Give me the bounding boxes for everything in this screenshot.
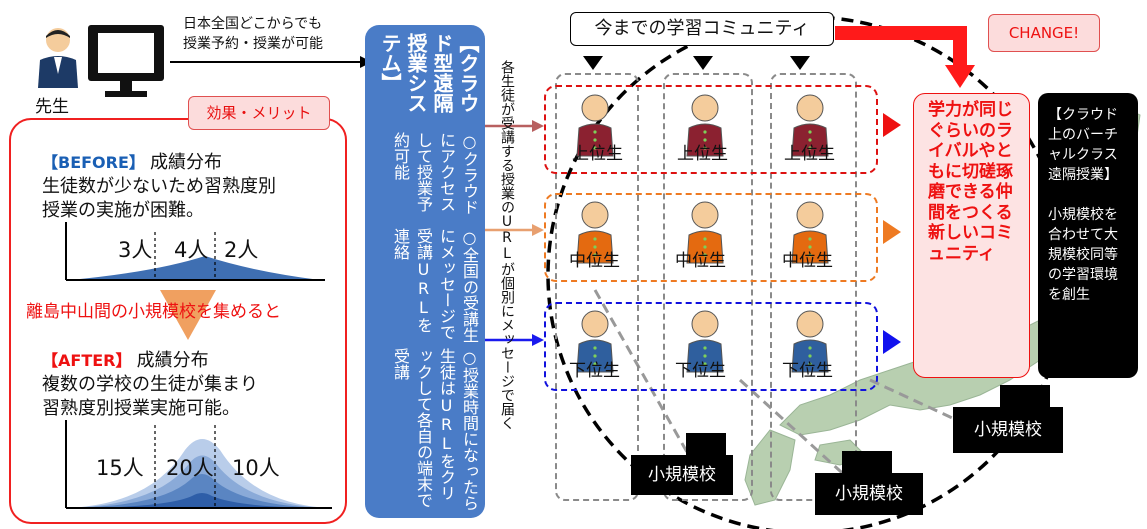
cloud-line1: ○クラウドにアクセスして授業予約可能 <box>391 132 479 216</box>
after-line2: 習熟度別授業実施可能。 <box>42 398 240 419</box>
after-distribution-chart <box>65 420 332 509</box>
new-community-box: 学力が同じぐらいのライバルやともに切磋琢磨できる仲間をつくる新しいコミュニティ <box>913 93 1030 378</box>
monitor-stand <box>120 81 132 91</box>
reach-line1: 日本全国どこからでも <box>183 16 323 32</box>
tier-low-label-2: 下位生 <box>675 361 726 381</box>
down-arrow-icon <box>160 290 216 340</box>
school-chip-3: 小規模校 <box>953 407 1063 453</box>
cloud-title: 【クラウド型遠隔授業システム】 <box>378 33 480 113</box>
tier-top-label-2: 上位生 <box>677 144 728 164</box>
teacher-label: 先生 <box>35 97 69 117</box>
tier-mid-label-3: 中位生 <box>782 251 833 271</box>
monitor-icon <box>88 25 164 81</box>
before-line2: 授業の実施が困難。 <box>42 200 204 221</box>
tier-mid-box <box>544 193 878 282</box>
before-count-1: 4人 <box>174 238 209 262</box>
school-column-1 <box>555 73 639 501</box>
message-text: 各生徒が受講する授業のURLが個別にメッセージで届く <box>499 60 515 430</box>
person-icon <box>38 28 78 88</box>
before-head: 【BEFORE】 <box>42 153 145 172</box>
monitor-base <box>105 91 147 97</box>
community-title: 今までの学習コミュニティ <box>570 12 834 46</box>
new-community-text: 学力が同じぐらいのライバルやともに切磋琢磨できる仲間をつくる新しいコミュニティ <box>928 100 1013 264</box>
merit-panel <box>9 118 347 524</box>
school-chip-2: 小規模校 <box>815 473 923 515</box>
after-heading: 【AFTER】 成績分布 <box>42 346 209 372</box>
after-count-1: 20人 <box>166 456 214 480</box>
before-count-2: 2人 <box>224 238 259 262</box>
after-count-2: 10人 <box>232 456 280 480</box>
after-line1: 複数の学校の生徒が集まり <box>42 374 258 395</box>
before-count-0: 3人 <box>118 238 153 262</box>
school-chip-3-top <box>1000 385 1050 407</box>
before-line1: 生徒数が少ないため習熟度別 <box>42 176 276 197</box>
cloud-line3: ○授業時間になったら生徒はURLをクリックして各自の端末で受講 <box>391 348 479 512</box>
after-count-0: 15人 <box>96 456 144 480</box>
tier-top-label-3: 上位生 <box>784 144 835 164</box>
after-head: 【AFTER】 <box>42 351 132 370</box>
school-column-3 <box>770 73 857 501</box>
school-chip-2-top <box>842 451 892 473</box>
tier-mid-label-2: 中位生 <box>675 251 726 271</box>
change-arrow <box>835 26 967 70</box>
reach-line2: 授業予約・授業が可能 <box>183 36 323 52</box>
change-badge: CHANGE! <box>988 14 1100 52</box>
before-distribution-chart <box>65 222 325 281</box>
gather-text: 離島中山間の小規模校を集めると <box>26 302 281 322</box>
tier-low-label-1: 下位生 <box>569 361 620 381</box>
community-pointers <box>583 56 810 70</box>
virtual-class-box: 【クラウド上のバーチャルクラス遠隔授業】 小規模校を合わせて大規模校同等の学習環… <box>1038 93 1138 378</box>
students-graphic <box>576 94 829 373</box>
virtual-desc: 小規模校を合わせて大規模校同等の学習環境を創生 <box>1048 207 1118 303</box>
tier-mid-label-1: 中位生 <box>569 251 620 271</box>
after-title: 成績分布 <box>136 350 209 371</box>
tier-low-box <box>544 302 878 391</box>
before-title: 成績分布 <box>150 152 223 173</box>
school-chip-1-top <box>686 433 726 455</box>
virtual-title: 【クラウド上のバーチャルクラス遠隔授業】 <box>1048 107 1118 183</box>
cloud-system-box: 【クラウド型遠隔授業システム】 ○クラウドにアクセスして授業予約可能 ○全国の受… <box>365 25 485 518</box>
tier-low-label-3: 下位生 <box>782 361 833 381</box>
tier-mid-pointer <box>883 220 901 244</box>
tier-low-pointer <box>883 330 901 354</box>
school-column-2 <box>663 73 753 501</box>
tier-top-label-1: 上位生 <box>572 144 623 164</box>
tier-top-box <box>544 85 878 174</box>
merit-tag: 効果・メリット <box>188 96 330 130</box>
tier-top-pointer <box>883 113 901 137</box>
school-chip-1: 小規模校 <box>631 455 733 495</box>
cloud-line2: ○全国の受講生にメッセージで受講URLを連絡 <box>391 228 479 344</box>
before-heading: 【BEFORE】 成績分布 <box>42 148 222 174</box>
